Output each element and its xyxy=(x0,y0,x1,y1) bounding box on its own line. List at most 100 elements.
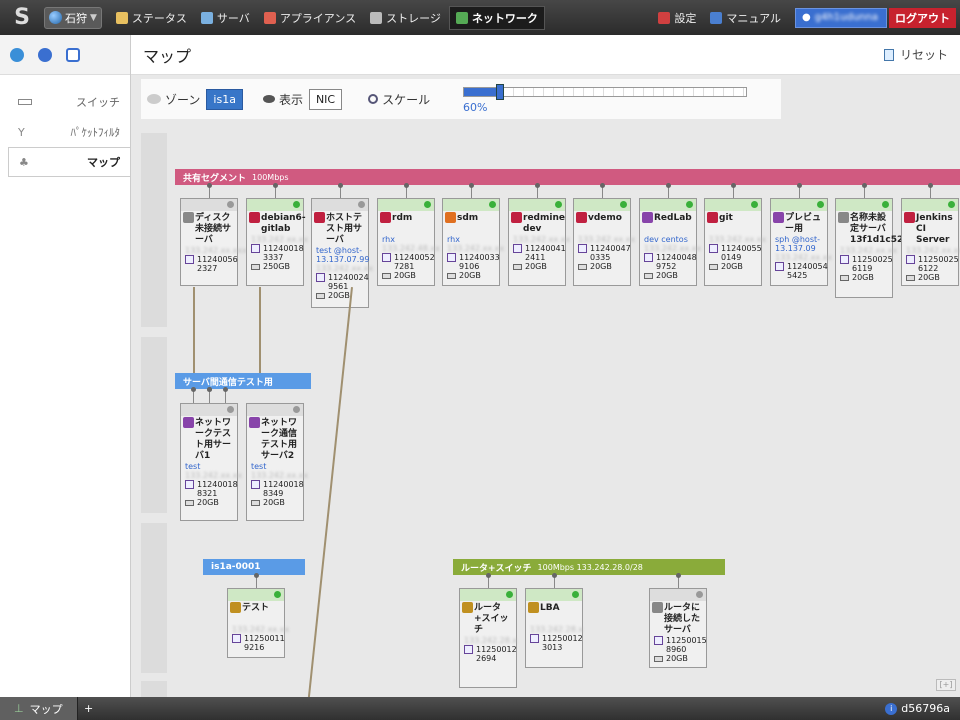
manual-button[interactable]: マニュアル xyxy=(704,6,787,30)
node-disk-size: 250GB xyxy=(263,262,290,271)
status-dot xyxy=(424,201,431,208)
disk-icon xyxy=(840,275,849,281)
nic-connector xyxy=(731,183,736,188)
map-controls: ゾーン is1a 表示 NIC スケール 60% xyxy=(141,79,781,119)
zone-button[interactable]: is1a xyxy=(206,88,243,110)
tab-map[interactable]: ⊥マップ xyxy=(0,697,78,720)
scale-slider[interactable] xyxy=(463,84,747,100)
node-id-2: 0335 xyxy=(590,253,611,262)
os-icon xyxy=(707,212,718,223)
status-dot xyxy=(948,201,955,208)
cloud-icon xyxy=(147,94,161,104)
view-button[interactable]: NIC xyxy=(308,88,343,110)
node-tag: test xyxy=(185,462,201,471)
network-segment[interactable]: is1a-0001 xyxy=(203,559,305,575)
connection-line xyxy=(602,185,603,198)
node-header xyxy=(181,404,237,416)
os-icon xyxy=(445,212,456,223)
node-header xyxy=(705,199,761,211)
disk-icon xyxy=(447,273,456,279)
node-id-2: 3337 xyxy=(263,253,284,262)
node-ip: 133.242.xx.xx xyxy=(251,235,309,244)
node-header xyxy=(526,589,582,601)
node-ip: 133.242.xx.xx xyxy=(906,246,960,255)
zoom-plus-button[interactable]: [+] xyxy=(936,679,956,691)
nic-connector xyxy=(600,183,605,188)
info-icon: i xyxy=(885,702,898,715)
row-band-2 xyxy=(141,337,167,513)
nav-network[interactable]: ネットワーク xyxy=(448,5,545,30)
segment-label: is1a-0001 xyxy=(211,562,261,572)
status-dot xyxy=(620,201,627,208)
reset-icon xyxy=(883,48,894,61)
node-header xyxy=(650,589,706,601)
nav-storage[interactable]: ストレージ xyxy=(364,6,447,30)
os-icon xyxy=(576,212,587,223)
nav-status[interactable]: ステータス xyxy=(110,6,193,30)
logo[interactable]: S xyxy=(14,5,30,30)
os-icon xyxy=(249,417,260,428)
nav-appliance[interactable]: アプライアンス xyxy=(258,6,362,30)
settings-button[interactable]: 設定 xyxy=(652,6,702,30)
network-segment[interactable]: サーバ間通信テスト用 xyxy=(175,373,311,389)
disk-icon xyxy=(709,264,718,270)
os-icon xyxy=(380,212,391,223)
scale-slider-handle[interactable] xyxy=(496,84,504,100)
status-dot xyxy=(274,591,281,598)
zone-selector[interactable]: 石狩 ▼ xyxy=(44,6,102,29)
add-tab-button[interactable]: + xyxy=(83,702,94,715)
connection-line xyxy=(471,185,472,198)
nav-server[interactable]: サーバ xyxy=(195,6,256,30)
status-dot xyxy=(293,201,300,208)
node-id-2: 9216 xyxy=(244,643,265,652)
long-connection-line xyxy=(307,287,353,697)
node-header xyxy=(378,199,434,211)
reset-button[interactable]: リセット xyxy=(883,46,948,63)
help-icon[interactable] xyxy=(38,47,52,62)
status-dot xyxy=(696,591,703,598)
window-icon[interactable] xyxy=(66,47,80,62)
node-name: ネットワーク通信テスト用サーバ2 xyxy=(261,418,298,461)
user-account-button[interactable]: ●g4h1udunna xyxy=(795,7,887,28)
os-icon xyxy=(249,212,260,223)
node-disk: 20GB xyxy=(902,273,958,283)
nic-connector xyxy=(928,183,933,188)
sidebar-item-switch[interactable]: スイッチ xyxy=(0,87,130,117)
refresh-icon[interactable] xyxy=(10,47,24,62)
sidebar-item-map[interactable]: ♣マップ xyxy=(8,147,130,177)
nic-connector xyxy=(552,573,557,578)
filter-icon: Y xyxy=(18,125,25,139)
logout-button[interactable]: ログアウト xyxy=(889,7,956,28)
id-icon xyxy=(578,244,587,253)
node-header xyxy=(181,199,237,211)
